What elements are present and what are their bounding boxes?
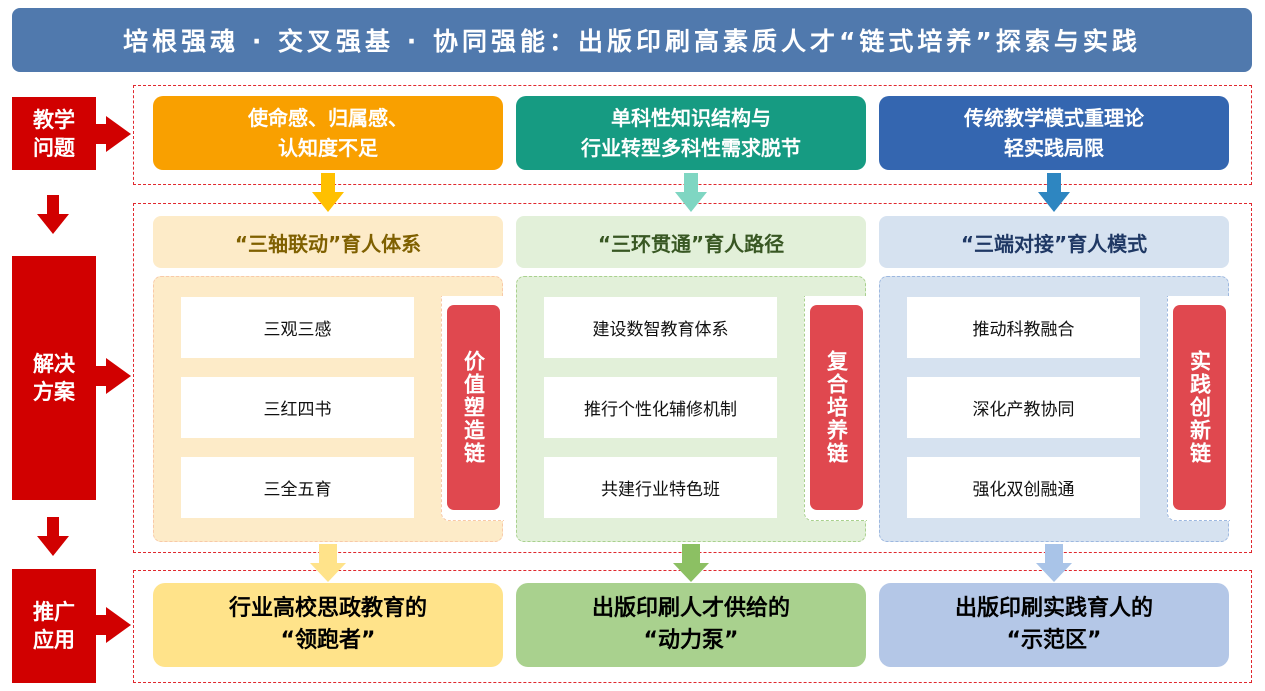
page-title: 培根强魂 · 交叉强基 · 协同强能：出版印刷高素质人才“链式培养”探索与实践 — [12, 8, 1252, 72]
right-arrow-icon — [106, 358, 131, 394]
solution-item: 建设数智教育体系 — [544, 297, 777, 358]
down-arrow-icon — [1038, 192, 1070, 212]
problem-box: 单科性知识结构与 行业转型多科性需求脱节 — [516, 96, 866, 170]
solution-item: 推行个性化辅修机制 — [544, 377, 777, 438]
problem-box: 使命感、归属感、 认知度不足 — [153, 96, 503, 170]
right-arrow-icon — [106, 607, 131, 643]
right-arrow-icon — [96, 615, 108, 635]
down-arrow-icon — [684, 173, 698, 193]
down-arrow-icon — [312, 192, 344, 212]
solution-header: “三端对接”育人模式 — [879, 216, 1229, 268]
right-arrow-icon — [96, 366, 108, 386]
down-arrow-icon — [1045, 544, 1063, 564]
down-arrow-icon — [47, 517, 59, 537]
down-arrow-icon — [37, 536, 69, 556]
solution-item: 三红四书 — [181, 377, 414, 438]
stage-label-solution: 解决 方案 — [12, 256, 96, 500]
result-box: 行业高校思政教育的 “领跑者” — [153, 583, 503, 667]
down-arrow-icon — [682, 544, 700, 564]
solution-item: 推动科教融合 — [907, 297, 1140, 358]
down-arrow-icon — [673, 563, 709, 582]
chain-label: 价值塑造链 — [447, 305, 500, 510]
down-arrow-icon — [1036, 563, 1072, 582]
stage-label-problem: 教学 问题 — [12, 97, 96, 170]
down-arrow-icon — [47, 195, 59, 215]
problem-box: 传统教学模式重理论 轻实践局限 — [879, 96, 1229, 170]
solution-header: “三环贯通”育人路径 — [516, 216, 866, 268]
down-arrow-icon — [319, 544, 337, 564]
result-box: 出版印刷人才供给的 “动力泵” — [516, 583, 866, 667]
result-box: 出版印刷实践育人的 “示范区” — [879, 583, 1229, 667]
down-arrow-icon — [310, 563, 346, 582]
down-arrow-icon — [675, 192, 707, 212]
down-arrow-icon — [37, 214, 69, 234]
solution-item: 深化产教协同 — [907, 377, 1140, 438]
right-arrow-icon — [106, 116, 131, 152]
right-arrow-icon — [96, 124, 108, 144]
down-arrow-icon — [1047, 173, 1061, 193]
stage-label-application: 推广 应用 — [12, 569, 96, 683]
solution-item: 共建行业特色班 — [544, 457, 777, 518]
down-arrow-icon — [321, 173, 335, 193]
solution-item: 三观三感 — [181, 297, 414, 358]
solution-item: 三全五育 — [181, 457, 414, 518]
chain-label: 实践创新链 — [1173, 305, 1226, 510]
solution-header: “三轴联动”育人体系 — [153, 216, 503, 268]
chain-label: 复合培养链 — [810, 305, 863, 510]
solution-item: 强化双创融通 — [907, 457, 1140, 518]
